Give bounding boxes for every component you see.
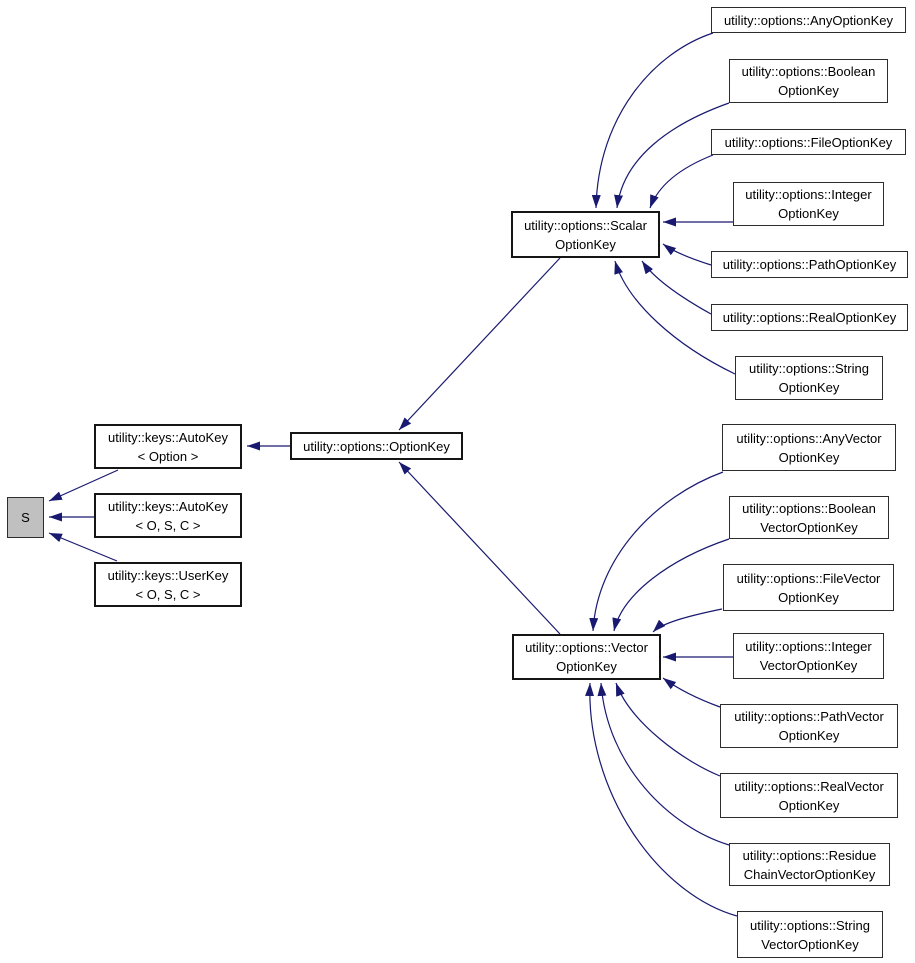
node-booleanvectoroptionkey[interactable]: utility::options::Boolean VectorOptionKe… bbox=[729, 496, 889, 539]
edge-booleanvector-to-vector bbox=[612, 538, 730, 632]
node-realvectoroptionkey[interactable]: utility::options::RealVector OptionKey bbox=[720, 773, 898, 818]
node-anyoptionkey[interactable]: utility::options::AnyOptionKey bbox=[711, 7, 906, 33]
node-vectoroptionkey[interactable]: utility::options::Vector OptionKey bbox=[512, 634, 661, 680]
node-filevectoroptionkey[interactable]: utility::options::FileVector OptionKey bbox=[723, 564, 894, 611]
node-realoptionkey[interactable]: utility::options::RealOptionKey bbox=[711, 304, 908, 331]
node-userkey-osc[interactable]: utility::keys::UserKey < O, S, C > bbox=[94, 562, 242, 607]
node-pathvectoroptionkey-label: utility::options::PathVector OptionKey bbox=[734, 709, 884, 743]
node-residuechainvectoroptionkey[interactable]: utility::options::Residue ChainVectorOpt… bbox=[729, 843, 890, 886]
edge-booleanoptionkey-to-scalar bbox=[614, 102, 730, 209]
node-autokey-option[interactable]: utility::keys::AutoKey < Option > bbox=[94, 424, 242, 469]
edge-autokey-option-to-s bbox=[48, 469, 119, 502]
node-integeroptionkey-label: utility::options::Integer OptionKey bbox=[745, 187, 872, 221]
node-vectoroptionkey-label: utility::options::Vector OptionKey bbox=[525, 640, 648, 674]
edge-anyvector-to-vector bbox=[589, 471, 724, 632]
edge-anyoptionkey-to-scalar bbox=[591, 32, 714, 209]
node-stringoptionkey[interactable]: utility::options::String OptionKey bbox=[735, 356, 883, 400]
edge-residuechainvector-to-vector bbox=[597, 682, 730, 846]
node-autokey-option-label: utility::keys::AutoKey < Option > bbox=[108, 429, 228, 464]
node-pathoptionkey-label: utility::options::PathOptionKey bbox=[722, 257, 897, 272]
node-integeroptionkey[interactable]: utility::options::Integer OptionKey bbox=[733, 182, 884, 226]
node-scalaroptionkey[interactable]: utility::options::Scalar OptionKey bbox=[511, 211, 660, 258]
node-fileoptionkey[interactable]: utility::options::FileOptionKey bbox=[711, 129, 906, 155]
node-s-label: S bbox=[21, 510, 30, 525]
node-stringoptionkey-label: utility::options::String OptionKey bbox=[749, 361, 869, 395]
node-pathoptionkey[interactable]: utility::options::PathOptionKey bbox=[711, 251, 908, 278]
node-booleanoptionkey[interactable]: utility::options::Boolean OptionKey bbox=[729, 59, 888, 103]
node-realoptionkey-label: utility::options::RealOptionKey bbox=[722, 310, 897, 325]
node-scalaroptionkey-label: utility::options::Scalar OptionKey bbox=[524, 217, 647, 252]
node-pathvectoroptionkey[interactable]: utility::options::PathVector OptionKey bbox=[720, 704, 898, 748]
node-anyoptionkey-label: utility::options::AnyOptionKey bbox=[723, 12, 894, 28]
edge-realvector-to-vector bbox=[615, 682, 721, 777]
node-booleanoptionkey-label: utility::options::Boolean OptionKey bbox=[741, 64, 876, 98]
node-autokey-osc-label: utility::keys::AutoKey < O, S, C > bbox=[108, 498, 228, 533]
node-optionkey-label: utility::options::OptionKey bbox=[303, 438, 450, 454]
edge-fileoptionkey-to-scalar bbox=[649, 154, 714, 209]
node-residuechainvectoroptionkey-label: utility::options::Residue ChainVectorOpt… bbox=[742, 847, 877, 882]
edge-pathvector-to-vector bbox=[662, 677, 721, 708]
node-anyvectoroptionkey[interactable]: utility::options::AnyVector OptionKey bbox=[722, 424, 896, 471]
node-stringvectoroptionkey-label: utility::options::String VectorOptionKey bbox=[750, 917, 870, 952]
node-fileoptionkey-label: utility::options::FileOptionKey bbox=[724, 134, 893, 150]
node-s: S bbox=[7, 497, 44, 538]
edge-stringvector-to-vector bbox=[585, 682, 738, 917]
edge-pathoptionkey-to-scalar bbox=[662, 243, 712, 266]
node-optionkey[interactable]: utility::options::OptionKey bbox=[290, 432, 463, 460]
node-realvectoroptionkey-label: utility::options::RealVector OptionKey bbox=[734, 778, 884, 813]
node-userkey-osc-label: utility::keys::UserKey < O, S, C > bbox=[107, 567, 229, 602]
node-stringvectoroptionkey[interactable]: utility::options::String VectorOptionKey bbox=[737, 911, 883, 958]
node-filevectoroptionkey-label: utility::options::FileVector OptionKey bbox=[736, 570, 881, 605]
edge-userkey-osc-to-s bbox=[48, 532, 118, 562]
edge-scalaroptionkey-to-optionkey bbox=[398, 257, 561, 431]
node-integervectoroptionkey-label: utility::options::Integer VectorOptionKe… bbox=[745, 639, 872, 673]
node-autokey-osc[interactable]: utility::keys::AutoKey < O, S, C > bbox=[94, 493, 242, 538]
node-anyvectoroptionkey-label: utility::options::AnyVector OptionKey bbox=[736, 430, 882, 465]
node-booleanvectoroptionkey-label: utility::options::Boolean VectorOptionKe… bbox=[742, 500, 876, 535]
edge-vectoroptionkey-to-optionkey bbox=[398, 461, 561, 635]
edge-filevector-to-vector bbox=[652, 608, 723, 633]
edge-realoptionkey-to-scalar bbox=[641, 260, 712, 315]
node-integervectoroptionkey[interactable]: utility::options::Integer VectorOptionKe… bbox=[733, 633, 884, 679]
edge-stringoptionkey-to-scalar bbox=[614, 260, 736, 375]
